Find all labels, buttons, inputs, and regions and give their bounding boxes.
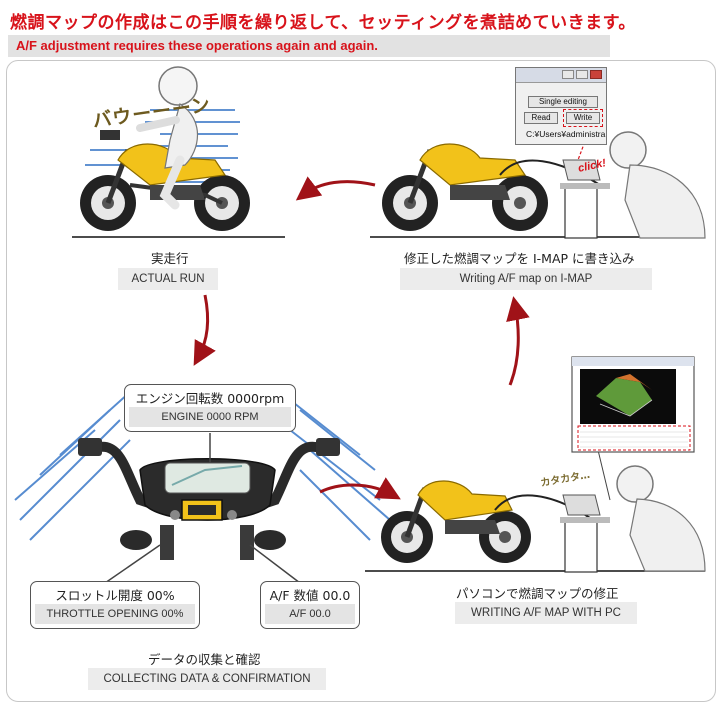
arrow-to-actual-run: [295, 176, 376, 201]
actual-run-illustration: [72, 66, 285, 238]
write-map-label-en: Writing A/F map on I-MAP: [400, 268, 652, 290]
read-button[interactable]: Read: [524, 112, 558, 124]
engine-rpm-callout: エンジン回転数 0000rpm ENGINE 0000 RPM: [124, 384, 296, 432]
arrow-to-write: [506, 296, 530, 386]
meter-illustration: [14, 391, 391, 584]
window-titlebar: [516, 68, 606, 83]
maximize-icon[interactable]: [576, 70, 588, 79]
af-en: A/F 00.0: [265, 604, 355, 624]
actual-run-label-en: ACTUAL RUN: [118, 268, 218, 290]
engine-rpm-jp: エンジン回転数 0000rpm: [135, 391, 285, 406]
title-english: A/F adjustment requires these operations…: [8, 35, 610, 57]
close-icon[interactable]: [590, 70, 602, 79]
collect-label-en: COLLECTING DATA & CONFIRMATION: [88, 668, 326, 690]
minimize-icon[interactable]: [562, 70, 574, 79]
software-window: Single editing Read Write C:¥Users¥admin…: [515, 67, 607, 145]
write-button[interactable]: Write: [563, 109, 603, 127]
collect-label-jp: データの収集と確認: [148, 652, 261, 667]
write-map-illustration: [370, 127, 706, 239]
modify-map-illustration: [365, 356, 706, 573]
write-map-label-jp: 修正した燃調マップを I-MAP に書き込み: [404, 251, 635, 266]
cycle-frame: [6, 60, 716, 702]
cycle-arrows: [193, 176, 530, 500]
single-editing-button[interactable]: Single editing: [528, 96, 598, 108]
arrow-to-modify: [319, 477, 401, 500]
af-callout: A/F 数値 00.0 A/F 00.0: [260, 581, 360, 629]
actual-run-label-jp: 実走行: [151, 251, 189, 266]
throttle-jp: スロットル開度 00%: [55, 588, 175, 603]
title-japanese: 燃調マップの作成はこの手順を繰り返して、セッティングを煮詰めていきます。: [10, 13, 636, 33]
af-jp: A/F 数値 00.0: [269, 588, 351, 603]
file-path: C:¥Users¥administra: [526, 129, 606, 139]
throttle-en: THROTTLE OPENING 00%: [35, 604, 195, 624]
arrow-to-collect: [193, 294, 216, 366]
engine-rpm-en: ENGINE 0000 RPM: [129, 407, 291, 427]
throttle-callout: スロットル開度 00% THROTTLE OPENING 00%: [30, 581, 200, 629]
rider-helmet: [158, 66, 198, 106]
modify-label-jp: パソコンで燃調マップの修正: [456, 586, 619, 601]
modify-label-en: WRITING A/F MAP WITH PC: [455, 602, 637, 624]
